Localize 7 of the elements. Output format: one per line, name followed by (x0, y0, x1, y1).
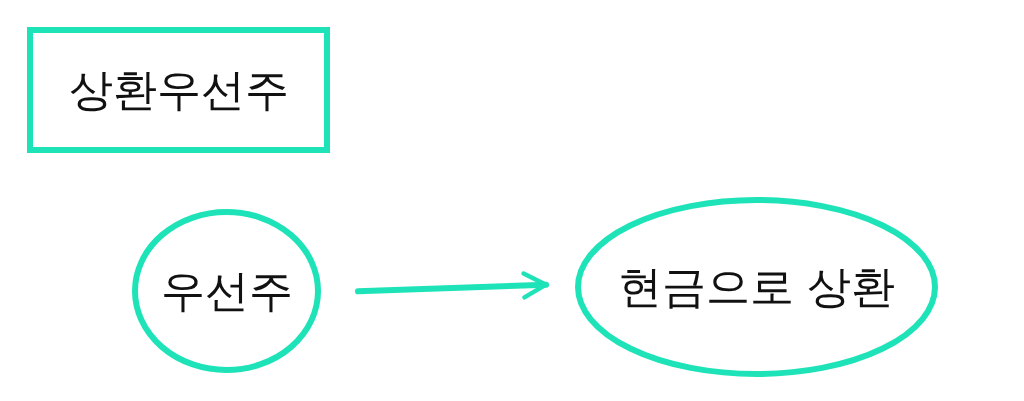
node-label: 우선주 (160, 263, 293, 318)
title-box (30, 30, 327, 150)
ellipse-node (578, 200, 935, 374)
arrow (355, 271, 550, 300)
ellipse-node (135, 212, 318, 370)
node-label: 상환우선주 (68, 62, 289, 117)
node-label: 현금으로 상환 (617, 259, 896, 314)
